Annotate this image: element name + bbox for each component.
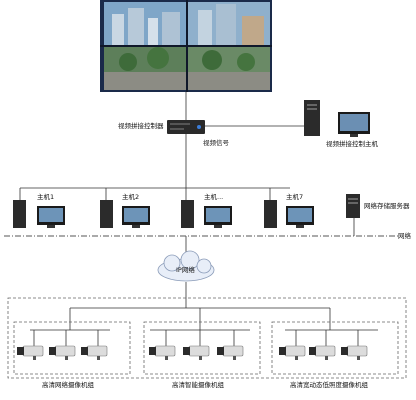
- video-signal-label: 视频信号: [203, 139, 229, 147]
- camera-icon: [81, 345, 108, 360]
- camera-icon: [49, 345, 76, 360]
- camera-icon: [183, 345, 210, 360]
- host-2-label: 主机2: [122, 193, 140, 201]
- group-3-label: 高清宽动态低照度摄像机组: [290, 381, 368, 389]
- host-3-label: 主机...: [204, 193, 224, 201]
- host-1-label: 主机1: [37, 193, 55, 201]
- group-2-label: 高清智能摄像机组: [172, 381, 224, 389]
- camera-group-boxes: [7, 297, 407, 379]
- camera-icon: [17, 345, 44, 360]
- camera-icon: [309, 345, 336, 360]
- host-7-device: [264, 200, 314, 228]
- camera-icon: [279, 345, 306, 360]
- host-2-device: [100, 200, 150, 228]
- ip-network-cloud-icon: [157, 250, 215, 282]
- camera-icon: [217, 345, 244, 360]
- network-label: 网络: [398, 232, 411, 240]
- splice-host-device: [304, 100, 370, 137]
- camera-icon: [341, 345, 368, 360]
- video-controller-device: [167, 120, 205, 134]
- storage-label: 网络存储服务器: [364, 202, 410, 210]
- host-1-device: [13, 200, 65, 228]
- group-1-label: 高清网络摄像机组: [42, 381, 94, 389]
- ip-network-label: IP网络: [176, 266, 195, 274]
- host-3-device: [181, 200, 232, 228]
- video-wall: [100, 0, 272, 92]
- host-7-label: 主机7: [286, 193, 304, 201]
- camera-icon: [149, 345, 176, 360]
- video-controller-label: 视频拼接控制器: [118, 122, 164, 130]
- storage-server-device: [346, 194, 360, 218]
- splice-host-label: 视频拼接控制主机: [326, 140, 378, 148]
- connection-lines: [19, 92, 378, 346]
- cameras: [17, 345, 368, 360]
